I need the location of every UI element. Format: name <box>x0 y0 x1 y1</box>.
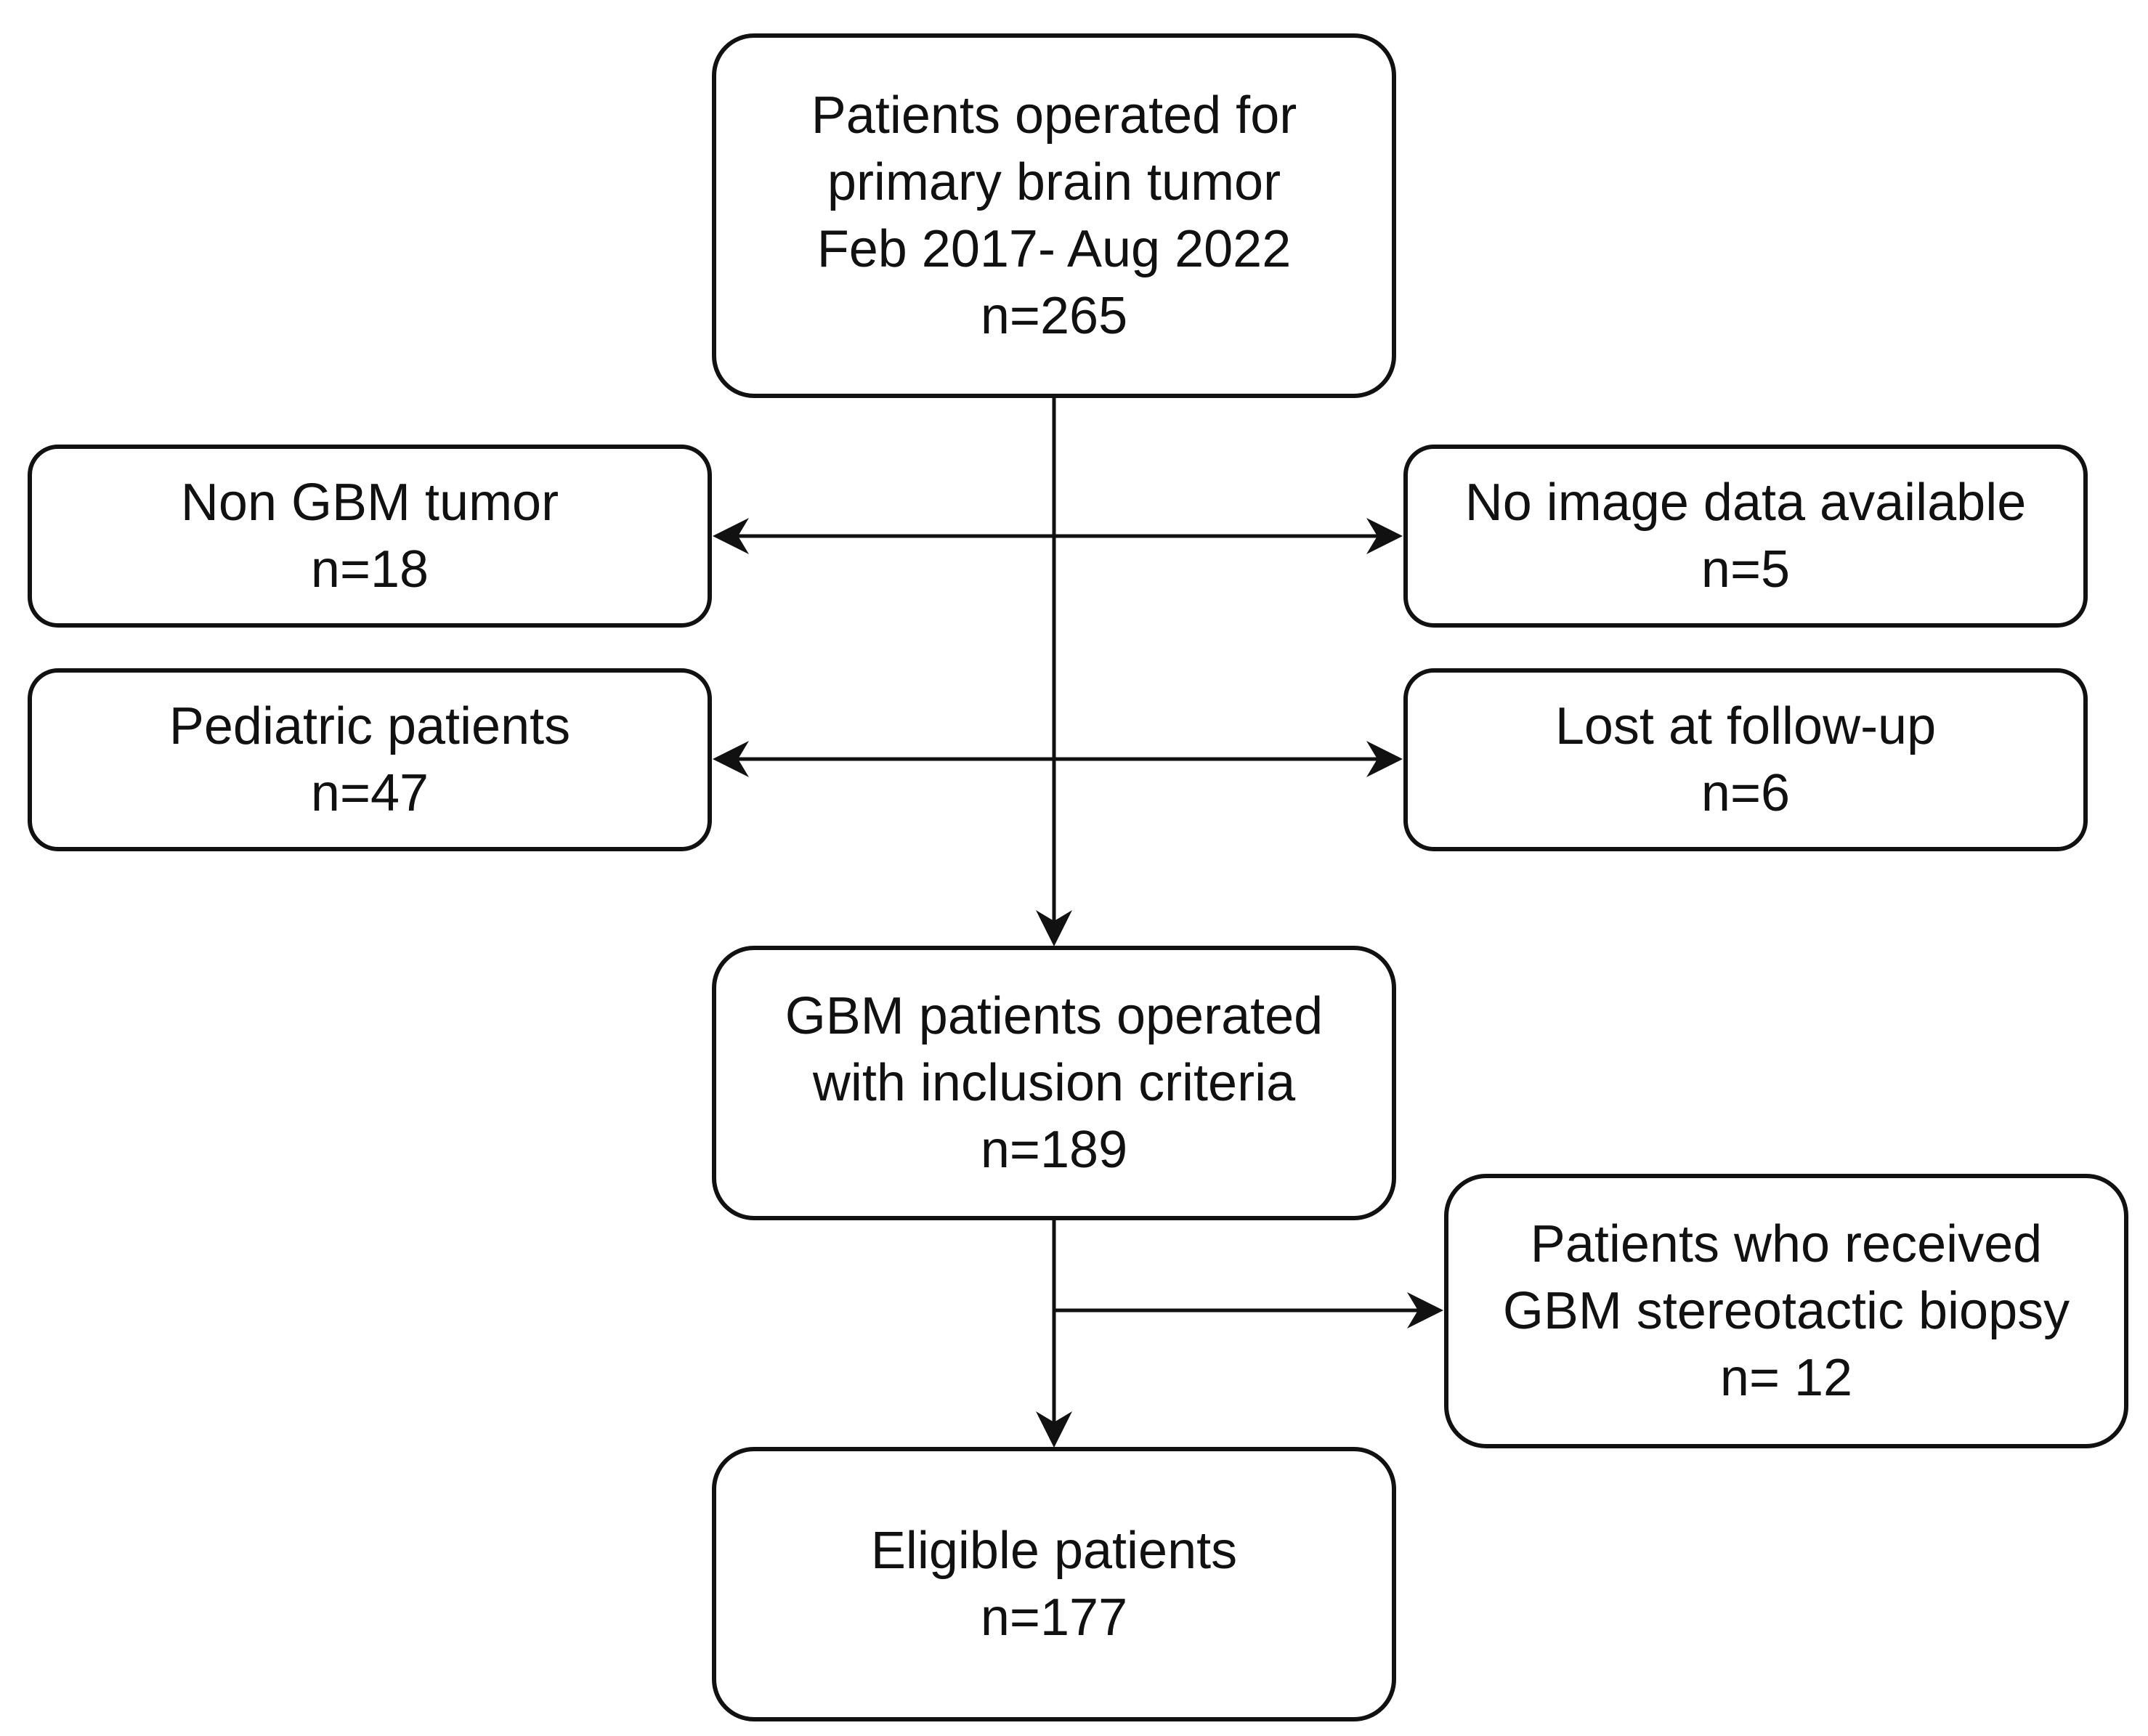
box-stereotactic-biopsy-line-2: GBM stereotactic biopsy <box>1502 1282 2070 1340</box>
box-non-gbm-tumor: Non GBM tumor n=18 <box>28 445 712 628</box>
box-gbm-inclusion: GBM patients operated with inclusion cri… <box>712 946 1396 1220</box>
box-patients-operated-line-3: Feb 2017- Aug 2022 <box>816 220 1292 278</box>
box-stereotactic-biopsy-count: n= 12 <box>1719 1349 1853 1407</box>
box-stereotactic-biopsy: Patients who received GBM stereotactic b… <box>1444 1174 2128 1448</box>
box-gbm-inclusion-count: n=189 <box>980 1121 1128 1179</box>
box-patients-operated-line-1: Patients operated for <box>811 86 1297 145</box>
box-no-image-data: No image data available n=5 <box>1403 445 2088 628</box>
box-lost-at-follow-up-count: n=6 <box>1701 764 1791 822</box>
box-lost-at-follow-up: Lost at follow-up n=6 <box>1403 668 2088 851</box>
box-pediatric-patients-count: n=47 <box>310 764 429 822</box>
box-eligible-patients: Eligible patients n=177 <box>712 1447 1396 1721</box>
box-eligible-patients-label: Eligible patients <box>870 1522 1238 1580</box>
box-non-gbm-tumor-count: n=18 <box>310 540 429 599</box>
box-no-image-data-label: No image data available <box>1464 474 2027 532</box>
box-stereotactic-biopsy-line-1: Patients who received <box>1530 1215 2043 1273</box>
box-patients-operated-count: n=265 <box>980 287 1128 345</box>
box-lost-at-follow-up-label: Lost at follow-up <box>1555 697 1937 755</box>
box-pediatric-patients: Pediatric patients n=47 <box>28 668 712 851</box>
box-eligible-patients-count: n=177 <box>980 1589 1128 1647</box>
box-no-image-data-count: n=5 <box>1701 540 1791 599</box>
box-gbm-inclusion-line-2: with inclusion criteria <box>812 1054 1296 1112</box>
box-gbm-inclusion-line-1: GBM patients operated <box>785 987 1324 1045</box>
box-non-gbm-tumor-label: Non GBM tumor <box>180 474 559 532</box>
box-patients-operated: Patients operated for primary brain tumo… <box>712 33 1396 398</box>
box-pediatric-patients-label: Pediatric patients <box>169 697 571 755</box>
box-patients-operated-line-2: primary brain tumor <box>827 153 1281 211</box>
